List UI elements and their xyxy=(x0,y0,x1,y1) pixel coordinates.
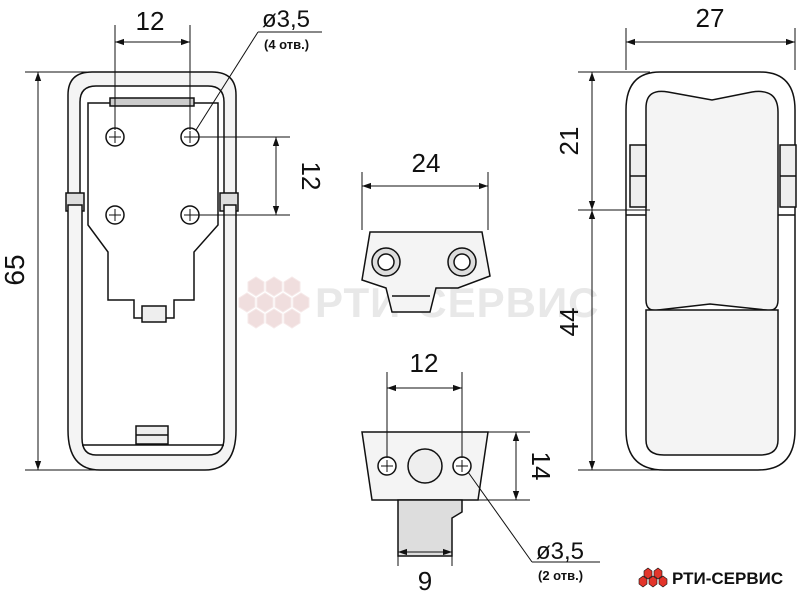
side-upper-cover xyxy=(645,90,779,312)
dim-top-left-width: 12 xyxy=(136,6,165,36)
lower-bracket-center-hole xyxy=(407,448,443,484)
dim-lower-height: 14 xyxy=(526,452,556,481)
front-base-plate xyxy=(87,102,219,319)
logo-text: РТИ-СЕРВИС xyxy=(672,569,783,588)
logo: РТИ-СЕРВИС xyxy=(638,567,783,588)
front-view xyxy=(65,71,239,471)
lower-bracket-stem xyxy=(397,499,463,557)
dim-side-width: 27 xyxy=(696,3,725,33)
bracket-view xyxy=(361,231,491,313)
dim-lower-hole-spacing: 12 xyxy=(410,348,439,378)
bracket-dimensions xyxy=(361,172,489,230)
side-view xyxy=(625,71,797,471)
watermark: РТИ-СЕРВИС xyxy=(238,276,599,329)
front-latch-tab xyxy=(141,305,167,323)
dim-lower-base-width: 9 xyxy=(418,566,432,596)
dim-bracket-width: 24 xyxy=(412,148,441,178)
lower-bracket-dimensions xyxy=(386,372,600,566)
dim-side-lower-height: 44 xyxy=(554,308,584,337)
lower-bracket-view xyxy=(361,431,489,557)
dim-hole-spacing-vertical: 12 xyxy=(296,162,326,191)
front-dimensions xyxy=(25,25,322,471)
side-lower-plate xyxy=(645,309,779,456)
dim-overall-height: 65 xyxy=(0,254,30,285)
watermark-hexagon-cluster-icon xyxy=(238,276,310,329)
side-dimensions xyxy=(578,28,796,471)
logo-hexagon-cluster-icon xyxy=(638,567,668,588)
dim-hole-2-note: (2 отв.) xyxy=(538,568,583,583)
dim-hole-2-diameter: ø3,5 xyxy=(536,538,584,565)
dim-hole-4-note: (4 отв.) xyxy=(264,37,309,52)
dim-side-upper-height: 21 xyxy=(554,127,584,156)
front-top-slot xyxy=(109,97,195,107)
front-lower-body xyxy=(67,204,237,471)
dim-hole-4-diameter: ø3,5 xyxy=(262,6,310,33)
